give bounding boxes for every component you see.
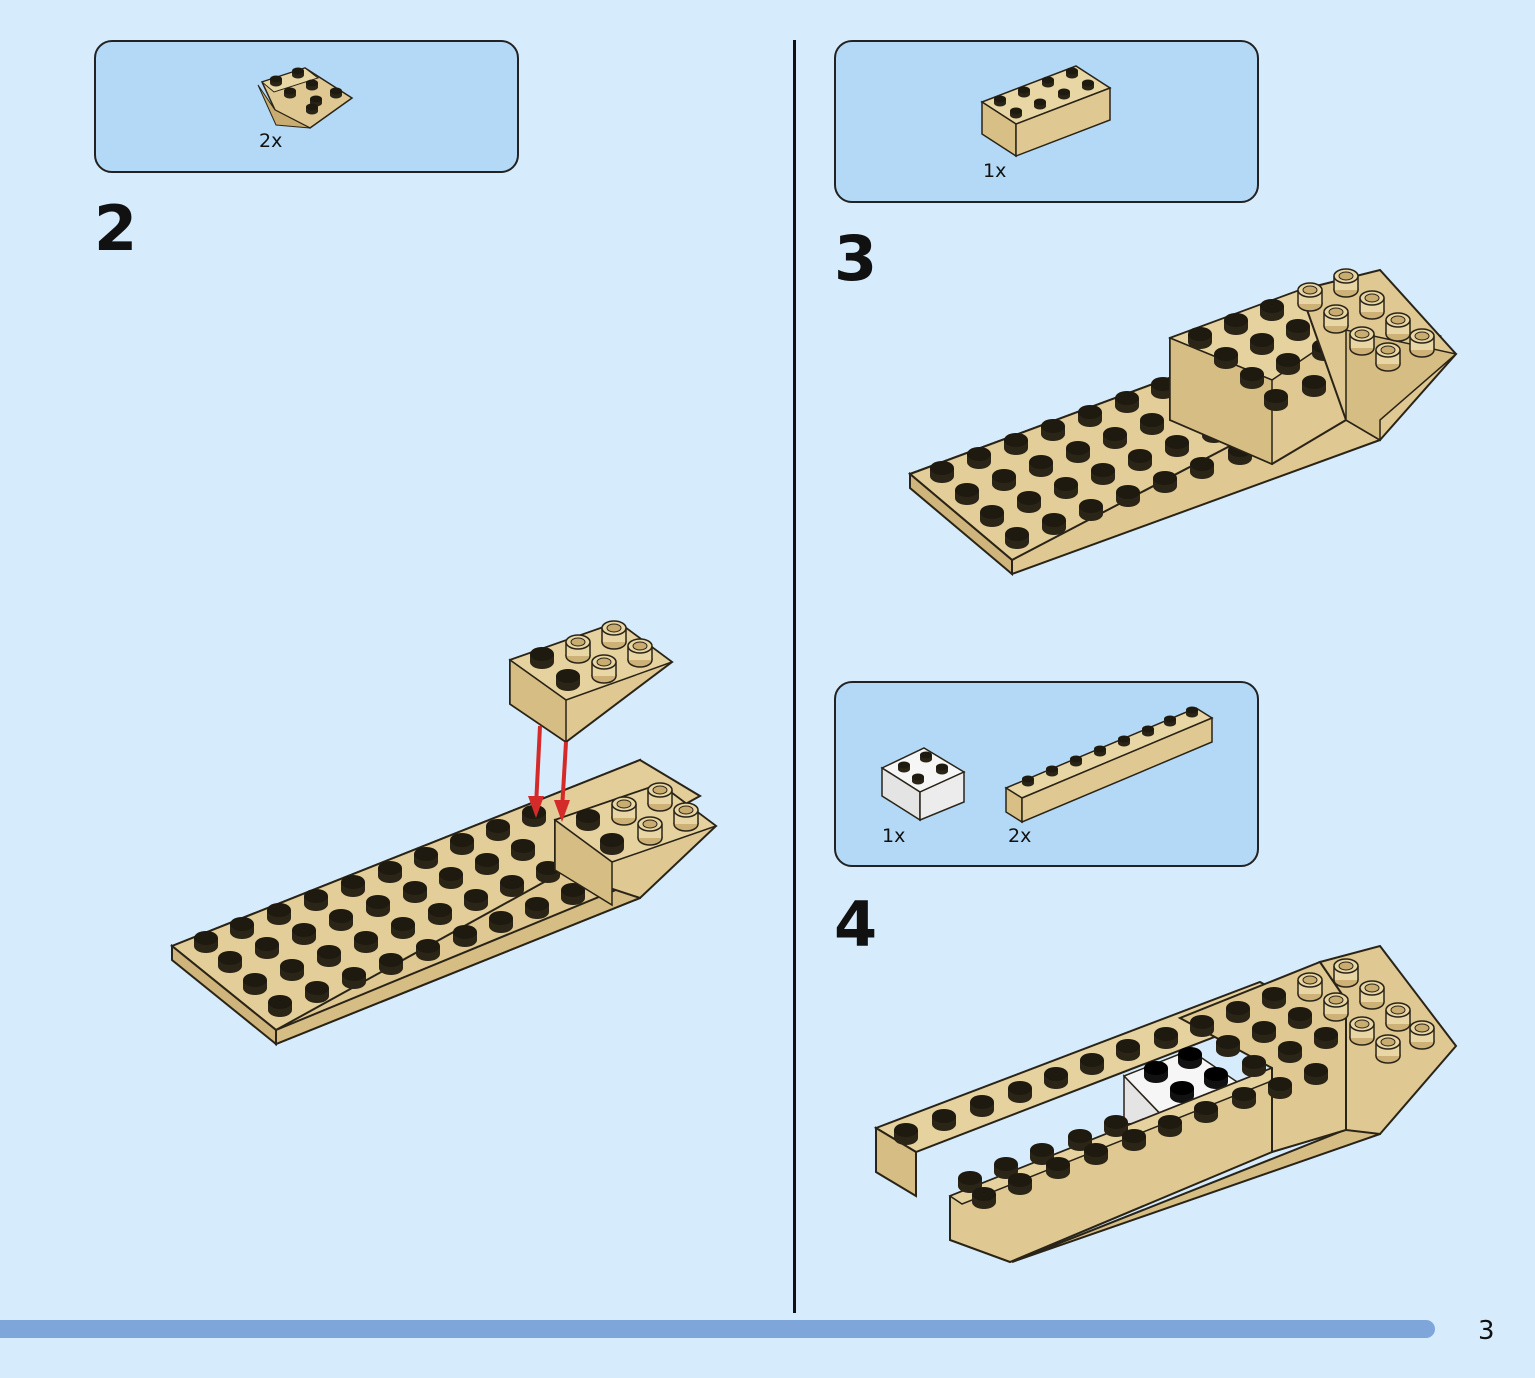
step-number-2: 2 — [94, 192, 138, 265]
step-number-4: 4 — [834, 888, 878, 961]
page-number: 3 — [1478, 1316, 1495, 1346]
part-inverted-slope-icon — [257, 67, 354, 129]
part-white-brick-2x2-icon — [880, 747, 966, 822]
step-4-model — [873, 944, 1458, 1264]
step-2-part-qty: 2x — [259, 130, 283, 152]
page-divider — [793, 40, 796, 1313]
progress-bar — [0, 1320, 1435, 1338]
step-4-part-qty-white-brick: 1x — [882, 825, 906, 847]
step-3-model — [908, 268, 1458, 577]
step-number-3: 3 — [834, 222, 878, 295]
part-brick-2x4-icon — [980, 65, 1112, 158]
part-brick-1x8-icon — [1004, 706, 1214, 824]
step-4-part-qty-1x8-brick: 2x — [1008, 825, 1032, 847]
placement-arrow — [528, 725, 570, 822]
step-2-model — [170, 620, 718, 1047]
step-3-part-qty: 1x — [983, 160, 1007, 182]
